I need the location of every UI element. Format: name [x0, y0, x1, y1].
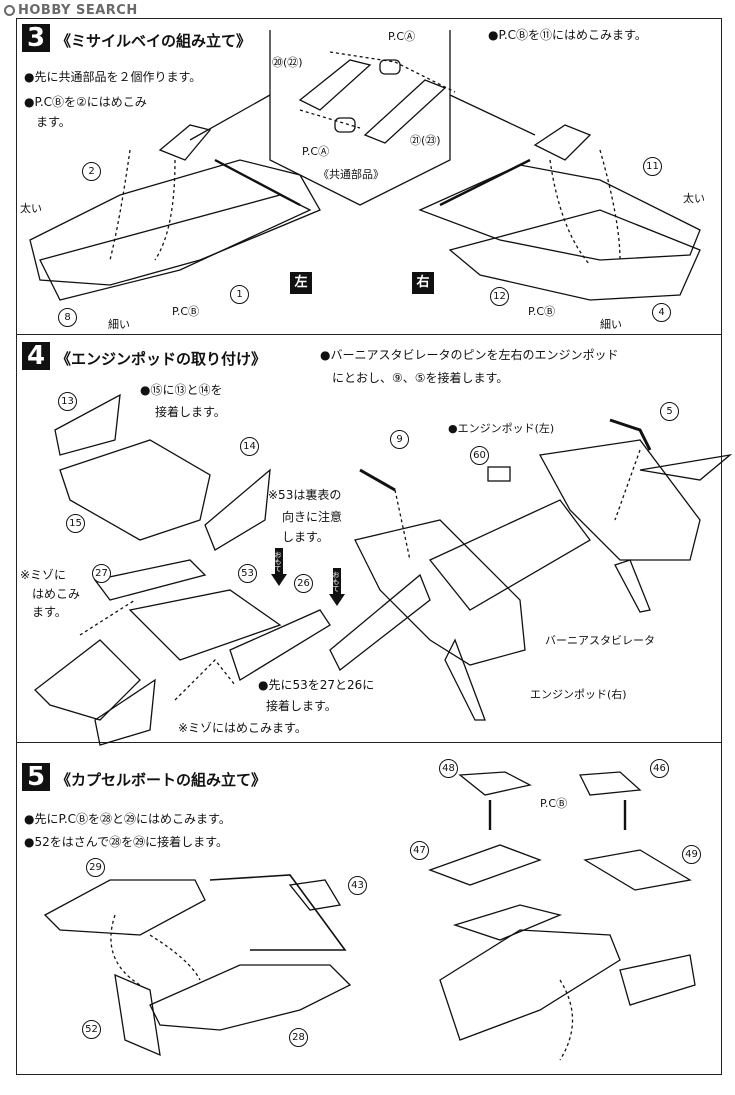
step-3-title: 《ミサイルベイの組み立て》 [56, 32, 252, 50]
front-arrow-left-icon: おもて [271, 548, 287, 586]
step-4-groove-bottom: ※ミゾにはめこみます。 [178, 721, 307, 735]
part-60-circle: 60 [470, 446, 489, 465]
watermark: HOBBY SEARCH [4, 3, 138, 18]
watermark-text: HOBBY SEARCH [18, 3, 138, 18]
common-parts-callout [269, 30, 451, 206]
front-arrow-right-icon: おもて [329, 568, 345, 606]
step-4-caution-2: 向きに注意 [282, 510, 343, 524]
part-5-circle: 5 [660, 402, 679, 421]
pcb-label-right: P.CⒷ [528, 305, 556, 318]
part-2-circle: 2 [82, 162, 101, 181]
step-4-caution-3: します。 [282, 530, 329, 544]
step-3-note-right: ●P.CⒷを⑪にはめこみます。 [488, 28, 647, 42]
step-5-number: 5 [22, 763, 50, 791]
step-4-note-1: ●バーニアスタビレータのピンを左右のエンジンポッド [320, 348, 619, 362]
part-26-circle: 26 [294, 574, 313, 593]
watermark-logo-icon [4, 5, 15, 16]
left-thick-label: 太い [20, 202, 42, 215]
section-divider-4-5 [16, 742, 722, 743]
step-4-groove-left-1: ※ミゾに [20, 568, 67, 582]
part-14-circle: 14 [240, 437, 259, 456]
part-21-label: ㉑(㉓) [410, 134, 441, 147]
part-1-circle: 1 [230, 285, 249, 304]
part-43-circle: 43 [348, 876, 367, 895]
part-47-circle: 47 [410, 841, 429, 860]
right-thin-label: 細い [600, 318, 622, 331]
step-4-number: 4 [22, 342, 50, 370]
engine-pod-left-label: ●エンジンポッド(左) [448, 422, 555, 435]
section-divider-3-4 [16, 334, 722, 335]
right-thick-label: 太い [683, 192, 705, 205]
step-4-first-note-2: 接着します。 [266, 699, 337, 713]
part-46-circle: 46 [650, 759, 669, 778]
step-4-title: 《エンジンポッドの取り付け》 [56, 350, 267, 368]
part-53-circle: 53 [238, 564, 257, 583]
step-5-pcb-label: P.CⒷ [540, 797, 568, 810]
part-52-circle: 52 [82, 1020, 101, 1039]
step-5-note-2: ●52をはさんで㉘を㉙に接着します。 [24, 835, 228, 849]
page-frame [16, 18, 722, 1075]
part-12-circle: 12 [490, 287, 509, 306]
part-27-circle: 27 [92, 564, 111, 583]
engine-pod-right-label: エンジンポッド(右) [530, 688, 627, 701]
step-4-glue-note-2: 接着します。 [155, 405, 226, 419]
step-4-groove-left-2: はめこみ [32, 587, 81, 601]
part-13-circle: 13 [58, 392, 77, 411]
pca-label-top: P.CⒶ [388, 30, 416, 43]
right-side-marker: 右 [412, 272, 434, 294]
left-side-marker: 左 [290, 272, 312, 294]
part-15-circle: 15 [66, 514, 85, 533]
part-48-circle: 48 [439, 759, 458, 778]
step-3-note-3: ます。 [24, 115, 71, 129]
stabilizer-label: バーニアスタビレータ [545, 634, 655, 647]
step-4-caution-1: ※53は裏表の [268, 488, 342, 502]
common-parts-label: 《共通部品》 [318, 168, 384, 181]
part-49-circle: 49 [682, 845, 701, 864]
part-9-circle: 9 [390, 430, 409, 449]
step-4-groove-left-3: ます。 [32, 605, 67, 619]
step-3-number: 3 [22, 24, 50, 52]
part-4-circle: 4 [652, 303, 671, 322]
step-4-note-2: にとおし、⑨、⑤を接着します。 [332, 371, 509, 385]
step-4-first-note-1: ●先に53を27と26に [258, 678, 375, 692]
step-3-note-2: ●P.CⒷを②にはめこみ [24, 95, 147, 109]
left-thin-label: 細い [108, 318, 130, 331]
part-29-circle: 29 [86, 858, 105, 877]
step-4-glue-note-1: ●⑮に⑬と⑭を [140, 383, 223, 397]
step-3-note-1: ●先に共通部品を２個作ります。 [24, 70, 202, 84]
step-5-note-1: ●先にP.CⒷを㉘と㉙にはめこみます。 [24, 812, 231, 826]
part-11-circle: 11 [643, 157, 662, 176]
step-5-title: 《カプセルボートの組み立て》 [56, 771, 267, 789]
part-8-circle: 8 [58, 308, 77, 327]
pca-label-bottom: P.CⒶ [302, 145, 330, 158]
part-28-circle: 28 [289, 1028, 308, 1047]
part-20-label: ⑳(㉒) [272, 56, 303, 69]
pcb-label-left: P.CⒷ [172, 305, 200, 318]
